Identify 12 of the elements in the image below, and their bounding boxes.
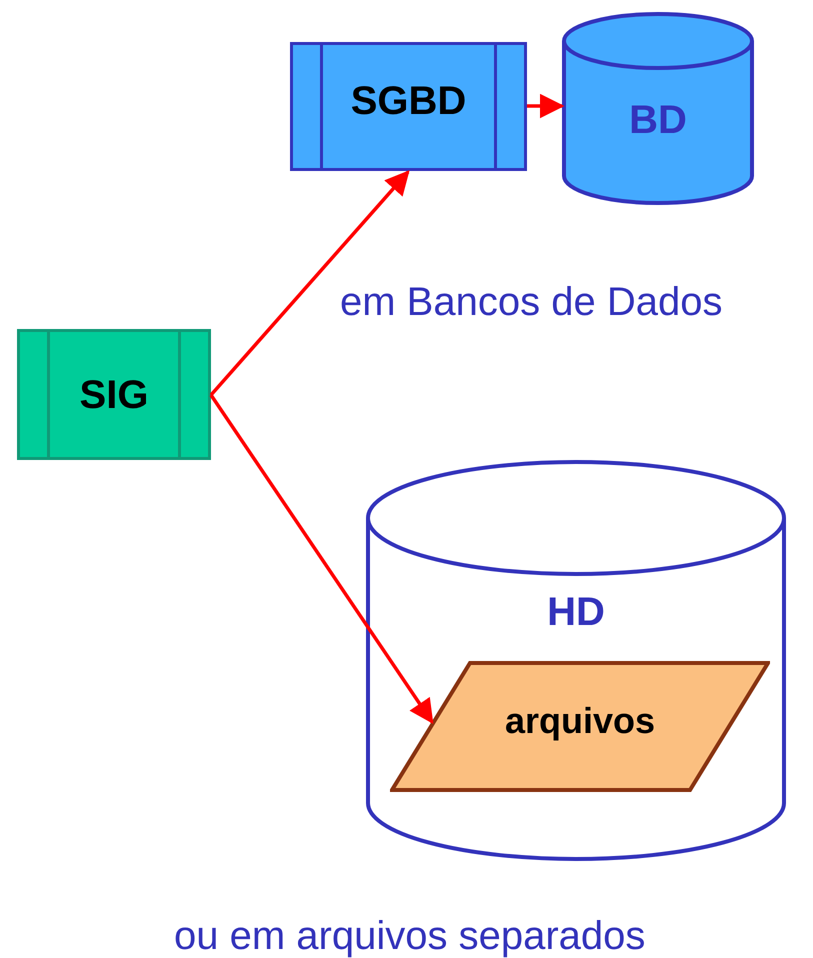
node-label: SIG (80, 372, 148, 418)
node-label: HD (547, 592, 605, 632)
process-box (290, 42, 527, 171)
node-label: arquivos (504, 698, 656, 742)
process-box (17, 329, 211, 460)
caption-text: ou em arquivos separados (174, 913, 646, 958)
caption-text: em Bancos de Dados (340, 279, 722, 326)
arrow (210, 170, 410, 396)
node-label: SGBD (350, 78, 466, 124)
node-label: BD (629, 100, 687, 140)
arrow (210, 394, 434, 724)
arrow (527, 94, 564, 118)
